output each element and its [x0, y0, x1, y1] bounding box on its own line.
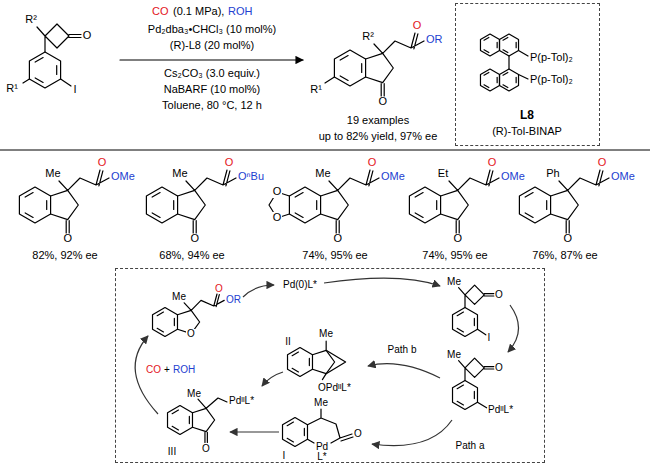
- atom-label: O: [225, 157, 234, 169]
- reagent-text: ROH: [173, 365, 195, 376]
- atom-label: Me: [319, 329, 333, 340]
- reagent-text: ROH: [228, 6, 252, 18]
- substituent-label: Me: [172, 168, 187, 180]
- atom-label: O: [563, 233, 572, 245]
- ligand-label: P(p-Tol)₂: [530, 52, 573, 64]
- atom-label: R²: [362, 31, 374, 43]
- reagent-text: CO: [146, 365, 161, 376]
- atom-label: O: [186, 329, 196, 340]
- atom-label: O: [83, 30, 92, 42]
- atom-label: OMe: [381, 171, 405, 183]
- yield-text: 74%, 95% ee: [302, 250, 367, 262]
- substituent-label: Me: [45, 168, 60, 180]
- intermediate-number: III: [168, 447, 176, 458]
- atom-label: O: [598, 157, 607, 169]
- atom-label: O: [272, 186, 283, 198]
- atom-label: OR: [426, 34, 443, 46]
- reagent-text: CO: [152, 6, 169, 18]
- condition-text: NaBARF (10 mol%): [164, 84, 261, 96]
- intermediate-number: I: [283, 451, 286, 462]
- atom-label: O: [272, 212, 283, 224]
- atom-label: O: [190, 233, 199, 245]
- ligand-label: P(p-Tol)₂: [530, 74, 573, 86]
- yield-text: 76%, 87% ee: [532, 250, 597, 262]
- condition-text: (R)-L8 (20 mol%): [170, 40, 254, 52]
- yield-text: 82%, 92% ee: [32, 250, 97, 262]
- atom-label: O: [215, 284, 223, 295]
- atom-label: OPdᴵᴵL*: [318, 383, 351, 394]
- scope-text: 19 examples: [347, 115, 409, 127]
- reagent-text: +: [164, 365, 170, 376]
- atom-label: I: [488, 333, 491, 344]
- atom-label: OMe: [111, 171, 135, 183]
- atom-label: O: [453, 233, 462, 245]
- atom-label: O: [354, 429, 362, 440]
- path-label: Path b: [388, 345, 417, 356]
- mechanism-box: Pd(0)L*MeOOROMeOICO+ROHPath bIIMeOPdᴵᴵL*…: [115, 268, 545, 463]
- atom-label: O: [202, 444, 210, 455]
- path-label: Path a: [456, 441, 485, 452]
- yield-text: 74%, 95% ee: [422, 250, 487, 262]
- condition-text: Pd₂dba₃•CHCl₃ (10 mol%): [148, 24, 276, 36]
- ligand-box: P(p-Tol)₂ P(p-Tol)₂ L8 (R)-Tol-BINAP: [455, 3, 600, 146]
- atom-label: R²: [25, 14, 37, 26]
- ligand-name: L8: [520, 109, 534, 122]
- atom-label: O: [368, 157, 377, 169]
- atom-label: Me: [447, 350, 461, 361]
- atom-label: PdᴵᴵL*: [488, 405, 513, 416]
- substituent-label: Me: [315, 168, 330, 180]
- atom-label: I: [73, 84, 76, 96]
- catalyst-label: Pd(0)L*: [283, 280, 317, 291]
- atom-label: R¹: [6, 83, 18, 95]
- substituent-label: Et: [438, 168, 448, 180]
- substituent-label: Ph: [546, 168, 559, 180]
- atom-label: O: [488, 157, 497, 169]
- atom-label: O: [413, 20, 422, 32]
- atom-label: R¹: [310, 84, 322, 96]
- atom-label: L*: [317, 452, 326, 463]
- atom-label: OR: [226, 295, 241, 306]
- atom-label: O: [495, 363, 503, 374]
- scope-text: up to 82% yield, 97% ee: [319, 131, 438, 143]
- atom-label: O: [333, 233, 342, 245]
- atom-label: Me: [172, 292, 186, 303]
- atom-label: Me: [187, 389, 201, 400]
- ligand-name: (R)-Tol-BINAP: [492, 126, 562, 138]
- atom-label: Pd: [316, 442, 328, 453]
- atom-label: O: [63, 233, 72, 245]
- atom-label: Me: [447, 277, 461, 288]
- atom-label: Me: [314, 398, 328, 409]
- atom-label: O: [495, 290, 503, 301]
- atom-label: OMe: [501, 171, 525, 183]
- intermediate-number: II: [285, 337, 291, 348]
- yield-text: 68%, 94% ee: [159, 250, 224, 262]
- atom-label: OⁿBu: [238, 171, 264, 183]
- condition-text: Toluene, 80 °C, 12 h: [162, 100, 262, 112]
- condition-text: Cs₂CO₃ (3.0 equiv.): [164, 68, 260, 80]
- atom-label: OMe: [611, 171, 635, 183]
- atom-label: O: [378, 96, 387, 108]
- atom-label: O: [98, 157, 107, 169]
- atom-label: PdᴵᴵL*: [229, 396, 254, 407]
- reagent-text: (0.1 MPa),: [173, 6, 224, 18]
